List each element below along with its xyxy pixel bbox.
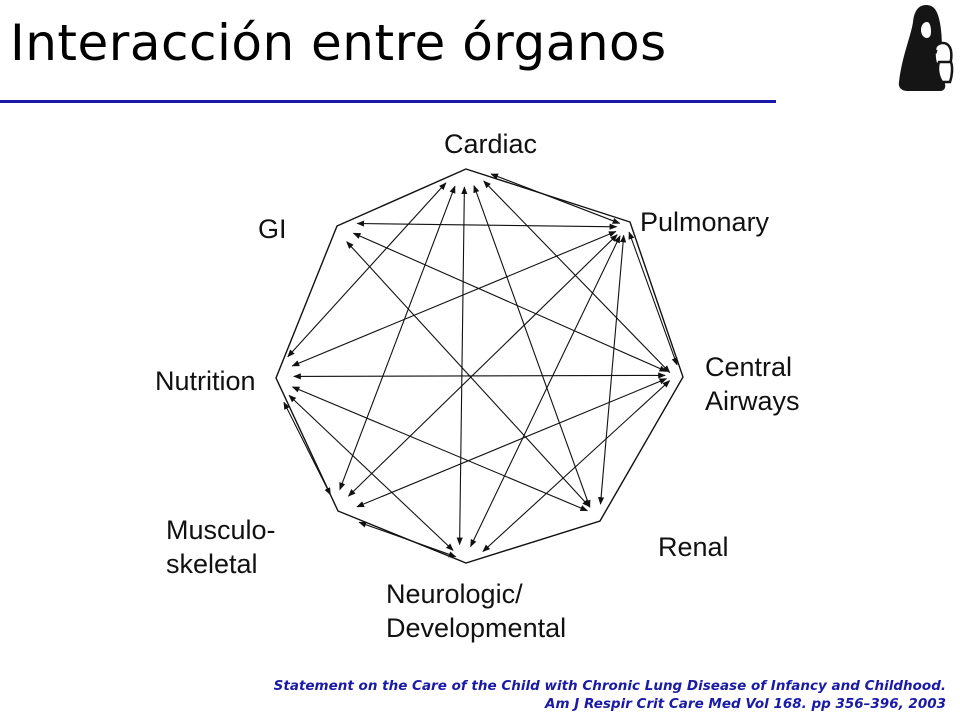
interaction-arrow-musculoskeletal-neurologic — [358, 521, 457, 558]
node-label-line: Neurologic/ — [386, 579, 523, 609]
node-label-pulmonary: Pulmonary — [640, 207, 770, 237]
interaction-arrows — [283, 173, 678, 558]
octagon-outline — [275, 168, 684, 564]
interaction-arrow-central_airways-neurologic — [482, 380, 671, 553]
interaction-arrow-pulmonary-gi — [356, 220, 618, 230]
node-label-line: skeletal — [166, 549, 258, 579]
node-label-nutrition: Nutrition — [155, 366, 256, 396]
interaction-arrow-pulmonary-renal — [598, 234, 627, 505]
node-label-renal: Renal — [658, 532, 729, 562]
interaction-arrow-nutrition-renal — [291, 386, 589, 512]
node-label-line: GI — [258, 214, 287, 244]
node-label-line: Musculo- — [166, 515, 276, 545]
interaction-arrow-pulmonary-central_airways — [628, 231, 678, 366]
node-label-line: Developmental — [386, 613, 566, 643]
interaction-arrow-cardiac-pulmonary — [490, 173, 621, 224]
node-label-line: Airways — [705, 386, 800, 416]
node-label-line: Nutrition — [155, 366, 256, 396]
node-label-cardiac: Cardiac — [444, 129, 537, 159]
node-label-line: Pulmonary — [640, 207, 770, 237]
interaction-arrow-nutrition-central_airways — [293, 372, 666, 380]
node-label-musculoskeletal: Musculo-skeletal — [166, 515, 276, 579]
interaction-arrow-gi-central_airways — [352, 232, 668, 372]
hooded-figure-icon — [898, 5, 954, 91]
node-label-neurologic: Neurologic/Developmental — [386, 579, 566, 643]
node-label-gi: GI — [258, 214, 287, 244]
interaction-arrow-cardiac-nutrition — [287, 182, 447, 358]
citation-line-1: Statement on the Care of the Child with … — [273, 678, 946, 694]
interaction-arrow-cardiac-renal — [473, 184, 591, 508]
title-divider — [0, 100, 776, 103]
interaction-arrow-pulmonary-musculoskeletal — [347, 234, 618, 497]
slide-title: Interacción entre órganos — [10, 14, 667, 72]
interaction-arrow-nutrition-musculoskeletal — [283, 401, 331, 496]
citation-line-2: Am J Respir Crit Care Med Vol 168. pp 35… — [545, 696, 946, 712]
interaction-arrow-cardiac-musculoskeletal — [339, 185, 456, 491]
node-label-line: Renal — [658, 532, 729, 562]
citation: Statement on the Care of the Child with … — [274, 677, 946, 713]
node-label-line: Central — [705, 352, 792, 382]
node-label-line: Cardiac — [444, 129, 537, 159]
